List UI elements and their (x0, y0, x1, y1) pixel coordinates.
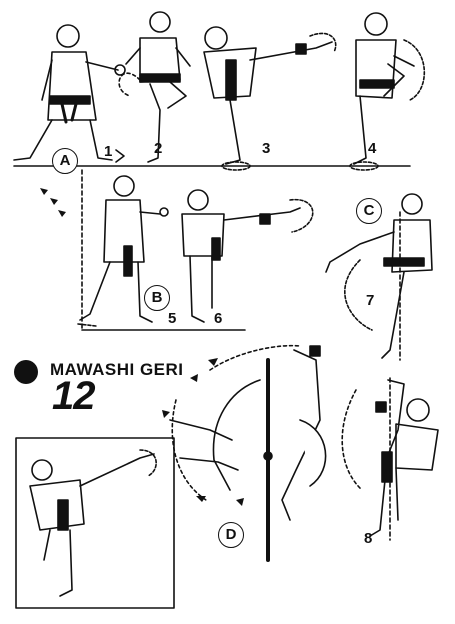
arrow-step-1 (116, 150, 124, 162)
step-1-label: 1 (104, 143, 112, 160)
section-c-marker: C (356, 198, 382, 224)
step-2-label: 2 (154, 140, 162, 157)
step-5-label: 5 (168, 310, 176, 327)
section-d-marker: D (218, 522, 244, 548)
step-4-label: 4 (368, 140, 376, 157)
figure-4 (350, 13, 424, 170)
section-b-marker: B (144, 285, 170, 311)
figure-1 (14, 25, 125, 160)
technique-number: 12 (52, 374, 95, 419)
motion-marks-left (40, 188, 66, 217)
step-3-label: 3 (262, 140, 270, 157)
figure-d-sequence (162, 346, 326, 560)
step-6-label: 6 (214, 310, 222, 327)
step-8-label: 8 (364, 530, 372, 547)
step-7-label: 7 (366, 292, 374, 309)
figure-inset (30, 450, 156, 596)
section-a-marker: A (52, 148, 78, 174)
figure-8 (342, 378, 438, 540)
title-bullet-icon (14, 360, 38, 384)
figure-6 (182, 190, 313, 322)
